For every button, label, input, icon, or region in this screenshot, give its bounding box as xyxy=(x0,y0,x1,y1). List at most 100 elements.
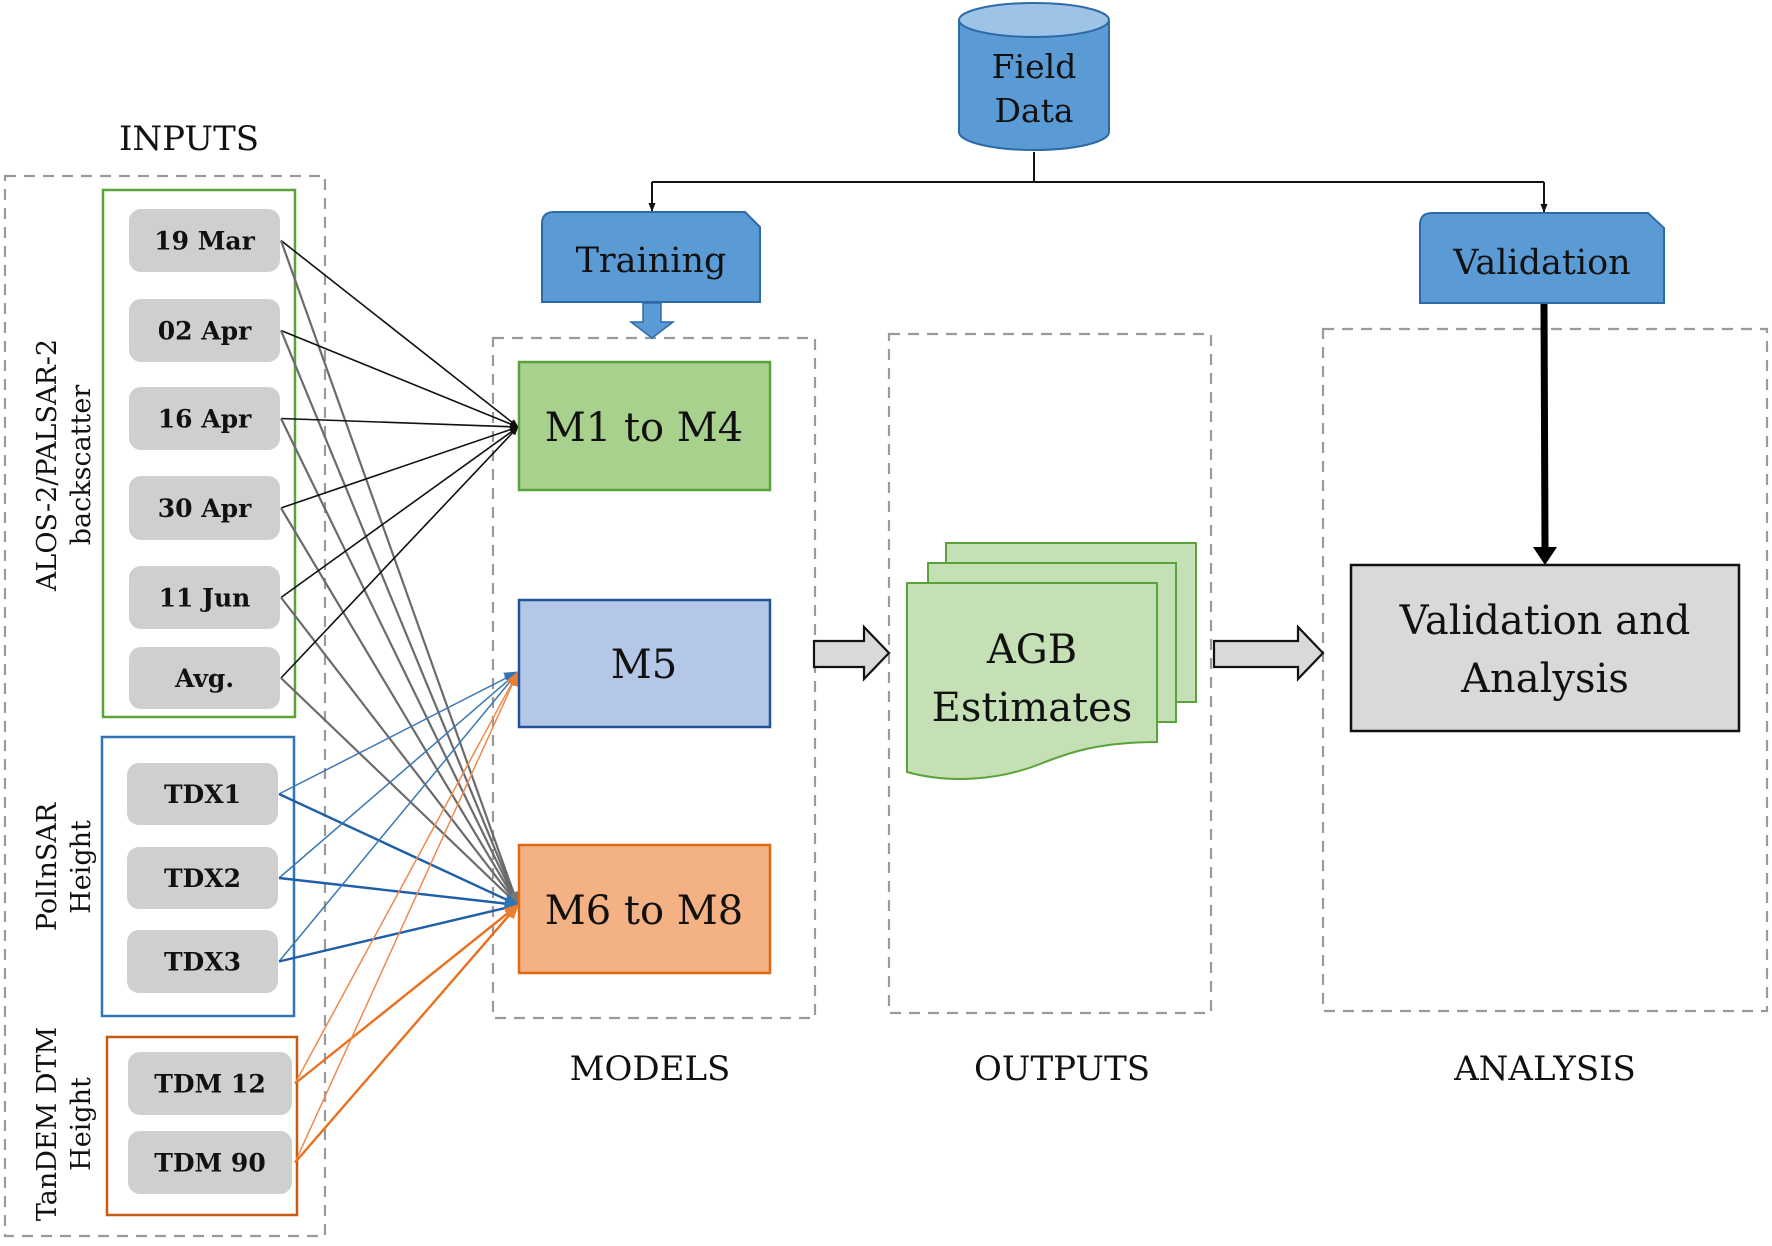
input-item-label: TDX1 xyxy=(164,780,241,809)
analysis-container xyxy=(1321,327,1769,1013)
model-m6-m8-label: M6 to M8 xyxy=(545,888,743,934)
model-m1-m4[interactable]: M1 to M4 xyxy=(517,360,772,492)
validation-tag[interactable]: Validation xyxy=(1419,212,1665,304)
database-cylinder-icon xyxy=(958,20,1110,151)
input-item-tandem[interactable]: TDM 90 xyxy=(128,1131,292,1194)
model-m6-m8[interactable]: M6 to M8 xyxy=(517,843,772,975)
input-item-tandem[interactable]: TDM 12 xyxy=(128,1052,292,1115)
connector-alos-to-m6-to-m8 xyxy=(280,418,519,907)
polinsar-label-line1: PolInSAR xyxy=(32,802,63,931)
connector-alos-to-m6-to-m8 xyxy=(280,596,519,907)
model-m5-box xyxy=(517,598,772,729)
connector-alos-to-m6-to-m8 xyxy=(279,330,520,907)
alos-label-line2: backscatter xyxy=(66,385,97,546)
connector-alos-to-m1-to-m4 xyxy=(280,239,519,428)
connector-alos-to-m6-to-m8 xyxy=(279,240,520,907)
alos-group-frame xyxy=(101,188,297,719)
agb-estimates-output[interactable]: AGB Estimates xyxy=(906,542,1197,780)
analysis-label-line1: Validation and xyxy=(1399,598,1691,644)
field-data-connector xyxy=(652,152,1544,183)
input-item-box xyxy=(129,387,280,450)
input-item-polinsar[interactable]: TDX2 xyxy=(127,847,278,909)
connector-alos-to-m1-to-m4 xyxy=(280,426,519,509)
input-item-alos[interactable]: 16 Apr xyxy=(129,387,280,450)
input-item-alos[interactable]: 11 Jun xyxy=(129,566,280,629)
training-shape xyxy=(541,211,761,303)
validation-analysis-box[interactable]: Validation and Analysis xyxy=(1349,563,1741,733)
connector-alos-to-m1-to-m4 xyxy=(280,329,519,428)
input-item-box xyxy=(127,763,278,825)
tandem-group-label: TanDEM DTM Height xyxy=(32,1027,97,1221)
input-item-label: TDX2 xyxy=(164,864,241,893)
input-item-box xyxy=(127,847,278,909)
input-item-label: 02 Apr xyxy=(158,317,252,346)
agb-label-line2: Estimates xyxy=(932,685,1133,731)
connector-alos-to-m1-to-m4 xyxy=(280,417,519,431)
connector-tandem-to-m5 xyxy=(294,670,519,1163)
polinsar-group-label: PolInSAR Height xyxy=(32,802,97,931)
analysis-heading: ANALYSIS xyxy=(1453,1049,1636,1089)
agb-label-line1: AGB xyxy=(986,627,1077,673)
validation-label: Validation xyxy=(1452,243,1630,283)
analysis-label-line2: Analysis xyxy=(1460,656,1629,702)
models-to-outputs-arrow xyxy=(812,624,891,682)
input-item-box xyxy=(129,476,280,540)
inputs-container xyxy=(3,174,327,1238)
input-item-alos[interactable]: Avg. xyxy=(129,647,280,709)
input-item-polinsar[interactable]: TDX3 xyxy=(127,930,278,993)
alos-group-label: ALOS-2/PALSAR-2 backscatter xyxy=(32,339,97,592)
connector-tandem-to-m6-to-m8 xyxy=(294,904,520,1085)
connector-alos-to-m6-to-m8 xyxy=(280,677,520,906)
connector-tandem-to-m6-to-m8 xyxy=(294,903,519,1164)
document-stack-icon xyxy=(906,582,1158,780)
connector-polinsar-to-m5 xyxy=(278,671,520,879)
training-down-arrow xyxy=(628,302,676,339)
validation-shape xyxy=(1419,212,1665,304)
connector-alos-to-m6-to-m8 xyxy=(280,507,519,907)
models-container xyxy=(491,336,817,1020)
field-data-source[interactable]: Field Data xyxy=(958,2,1110,151)
model-m5[interactable]: M5 xyxy=(517,598,772,729)
input-item-label: 16 Apr xyxy=(158,405,252,434)
outputs-heading: OUTPUTS xyxy=(974,1049,1150,1089)
training-label: Training xyxy=(576,241,727,281)
input-item-box xyxy=(129,209,280,272)
connector-polinsar-to-m5 xyxy=(278,670,519,962)
input-model-connectors xyxy=(278,239,520,1164)
analysis-box-shape xyxy=(1349,563,1741,733)
input-item-box xyxy=(129,299,280,362)
validation-arrowhead xyxy=(1533,547,1557,565)
training-tag[interactable]: Training xyxy=(541,211,761,303)
input-item-label: 30 Apr xyxy=(158,494,252,523)
model-m1-m4-label: M1 to M4 xyxy=(545,405,743,451)
tandem-group-frame xyxy=(105,1035,299,1217)
input-item-label: TDM 90 xyxy=(154,1149,265,1178)
input-item-box xyxy=(129,647,280,709)
input-item-box xyxy=(129,566,280,629)
model-m1-m4-box xyxy=(517,360,772,492)
polinsar-label-line2: Height xyxy=(66,820,97,914)
validation-thick-line xyxy=(1540,303,1549,549)
model-m5-label: M5 xyxy=(611,642,677,688)
input-item-label: 19 Mar xyxy=(154,227,255,256)
polinsar-group-frame xyxy=(100,735,296,1018)
field-data-line1: Field xyxy=(992,47,1077,86)
field-data-line2: Data xyxy=(994,91,1073,130)
input-item-alos[interactable]: 19 Mar xyxy=(129,209,280,272)
outputs-to-analysis-arrow xyxy=(1212,624,1325,682)
inputs-heading: INPUTS xyxy=(119,119,259,159)
input-item-polinsar[interactable]: TDX1 xyxy=(127,763,278,825)
outputs-container xyxy=(887,332,1213,1015)
connector-polinsar-to-m6-to-m8 xyxy=(278,792,520,907)
input-item-box xyxy=(128,1131,292,1194)
input-item-label: TDM 12 xyxy=(154,1070,265,1099)
input-item-alos[interactable]: 30 Apr xyxy=(129,476,280,540)
connector-polinsar-to-m5 xyxy=(278,671,520,795)
input-item-alos[interactable]: 02 Apr xyxy=(129,299,280,362)
connector-alos-to-m1-to-m4 xyxy=(280,426,519,599)
connector-alos-to-m1-to-m4 xyxy=(280,426,519,679)
input-item-label: Avg. xyxy=(174,664,234,693)
